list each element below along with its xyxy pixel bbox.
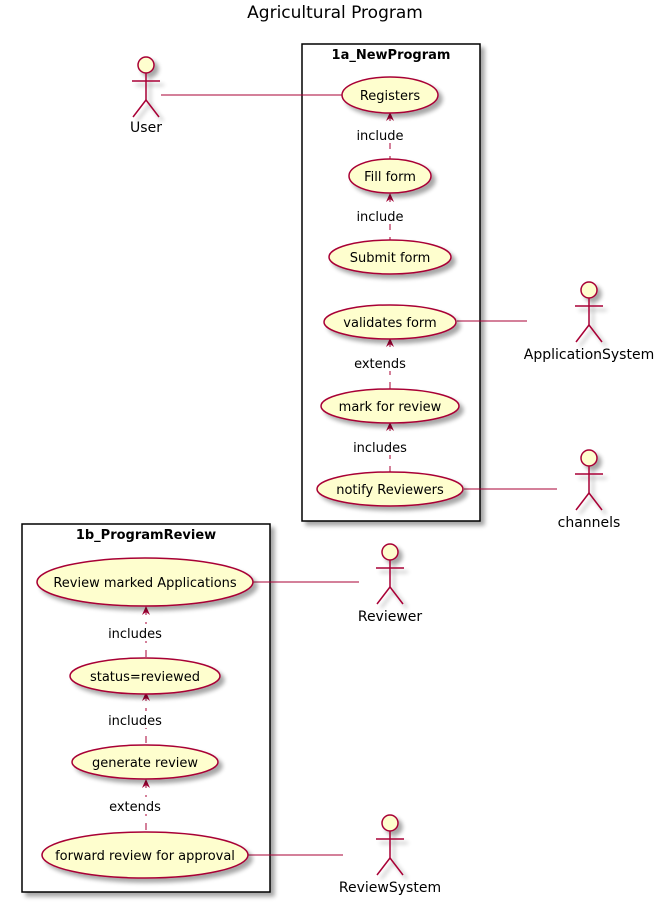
actor-label: Reviewer [358, 609, 423, 625]
usecase-label: mark for review [339, 400, 442, 415]
relation-label: includes [353, 441, 407, 456]
usecase-notify-reviewers[interactable]: notify Reviewers [316, 471, 464, 507]
actor-label: channels [558, 515, 621, 531]
arrowhead [386, 422, 394, 431]
arrowhead [386, 112, 394, 121]
dependency-arrowheads [142, 112, 394, 788]
actor-reviewer[interactable]: Reviewer [358, 543, 423, 625]
usecase-fill-form[interactable]: Fill form [348, 158, 432, 194]
actor-stick-figure-icon [575, 281, 603, 343]
usecase-label: Registers [360, 89, 421, 104]
actor-channels[interactable]: channels [558, 449, 621, 531]
relation-label: includes [108, 714, 162, 729]
arrowhead [386, 193, 394, 202]
relation-label: include [356, 129, 403, 144]
arrowhead [142, 779, 150, 788]
usecase-submit-form[interactable]: Submit form [328, 239, 452, 275]
actor-stick-figure-icon [376, 543, 404, 605]
usecase-label: Review marked Applications [53, 576, 237, 591]
arrowhead [142, 606, 150, 615]
usecase-review-marked-applications[interactable]: Review marked Applications [36, 557, 254, 607]
relation-label: extends [109, 800, 161, 815]
usecase-label: status=reviewed [90, 670, 200, 685]
usecase-status-reviewed[interactable]: status=reviewed [69, 657, 221, 695]
actor-label: User [130, 120, 162, 136]
package-title: 1b_ProgramReview [76, 528, 216, 543]
actor-label: ApplicationSystem [524, 347, 654, 363]
actor-stick-figure-icon [132, 56, 160, 118]
package-title: 1a_NewProgram [332, 48, 451, 63]
usecase-forward-review[interactable]: forward review for approval [41, 831, 249, 879]
usecase-mark-for-review[interactable]: mark for review [320, 388, 460, 424]
usecase-label: generate review [92, 756, 198, 771]
dependency-lines [145, 114, 391, 832]
usecase-generate-review[interactable]: generate review [71, 744, 219, 780]
relation-label: include [356, 210, 403, 225]
actor-stick-figure-icon [376, 814, 404, 876]
usecase-label: Fill form [364, 170, 416, 185]
arrowhead [386, 338, 394, 347]
actor-application-system[interactable]: ApplicationSystem [524, 281, 654, 363]
usecase-label: validates form [343, 316, 436, 331]
actor-review-system[interactable]: ReviewSystem [339, 814, 441, 896]
relation-label: includes [108, 627, 162, 642]
actor-stick-figure-icon [575, 449, 603, 511]
use-cases: Registers Fill form Submit form validate… [36, 76, 464, 879]
relation-labels: include include extends includes include… [103, 126, 412, 815]
usecase-label: notify Reviewers [336, 483, 444, 498]
usecase-label: Submit form [350, 251, 431, 266]
arrowhead [142, 692, 150, 701]
actor-user[interactable]: User [130, 56, 162, 136]
relation-label: extends [354, 357, 406, 372]
actors: User ApplicationSystem channels [130, 56, 654, 896]
association-lines [161, 94, 557, 856]
usecase-label: forward review for approval [55, 849, 235, 864]
actor-label: ReviewSystem [339, 880, 441, 896]
usecase-registers[interactable]: Registers [341, 76, 439, 114]
diagram-title: Agricultural Program [247, 3, 423, 23]
usecase-validates-form[interactable]: validates form [323, 304, 457, 340]
